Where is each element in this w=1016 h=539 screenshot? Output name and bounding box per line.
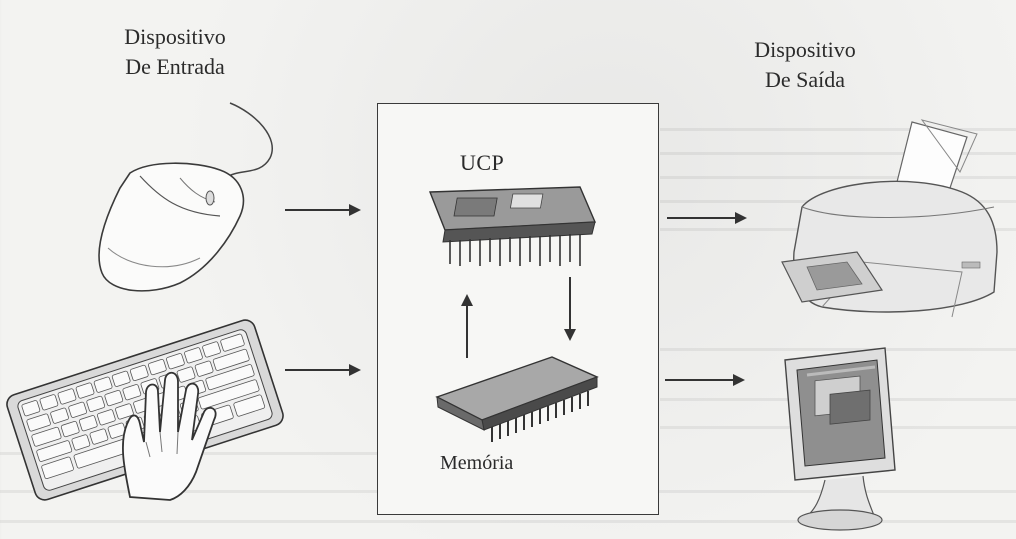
arrow-cpu-to-printer [667,212,747,224]
input-label-line2: De Entrada [125,54,225,79]
output-device-label: Dispositivo De Saída [730,35,880,95]
arrow-mouse-to-cpu [285,204,361,216]
arrow-cpu-to-memory [564,277,576,341]
arrow-keyboard-to-cpu [285,364,361,376]
arrow-memory-to-cpu [461,294,473,358]
cpu-chip-icon [428,186,597,266]
output-label-line1: Dispositivo [754,37,856,62]
input-device-label: Dispositivo De Entrada [90,22,260,82]
memory-label: Memória [440,452,514,474]
input-label-line1: Dispositivo [124,24,226,49]
output-label-line2: De Saída [764,67,846,92]
printer-icon [781,119,998,318]
cpu-label: UCP [460,150,505,175]
hand-icon [122,371,217,501]
memory-chip-icon [435,356,599,442]
processing-unit-box [377,103,659,515]
arrow-cpu-to-monitor [665,374,745,386]
monitor-icon [784,347,896,531]
mouse-icon [98,102,273,292]
